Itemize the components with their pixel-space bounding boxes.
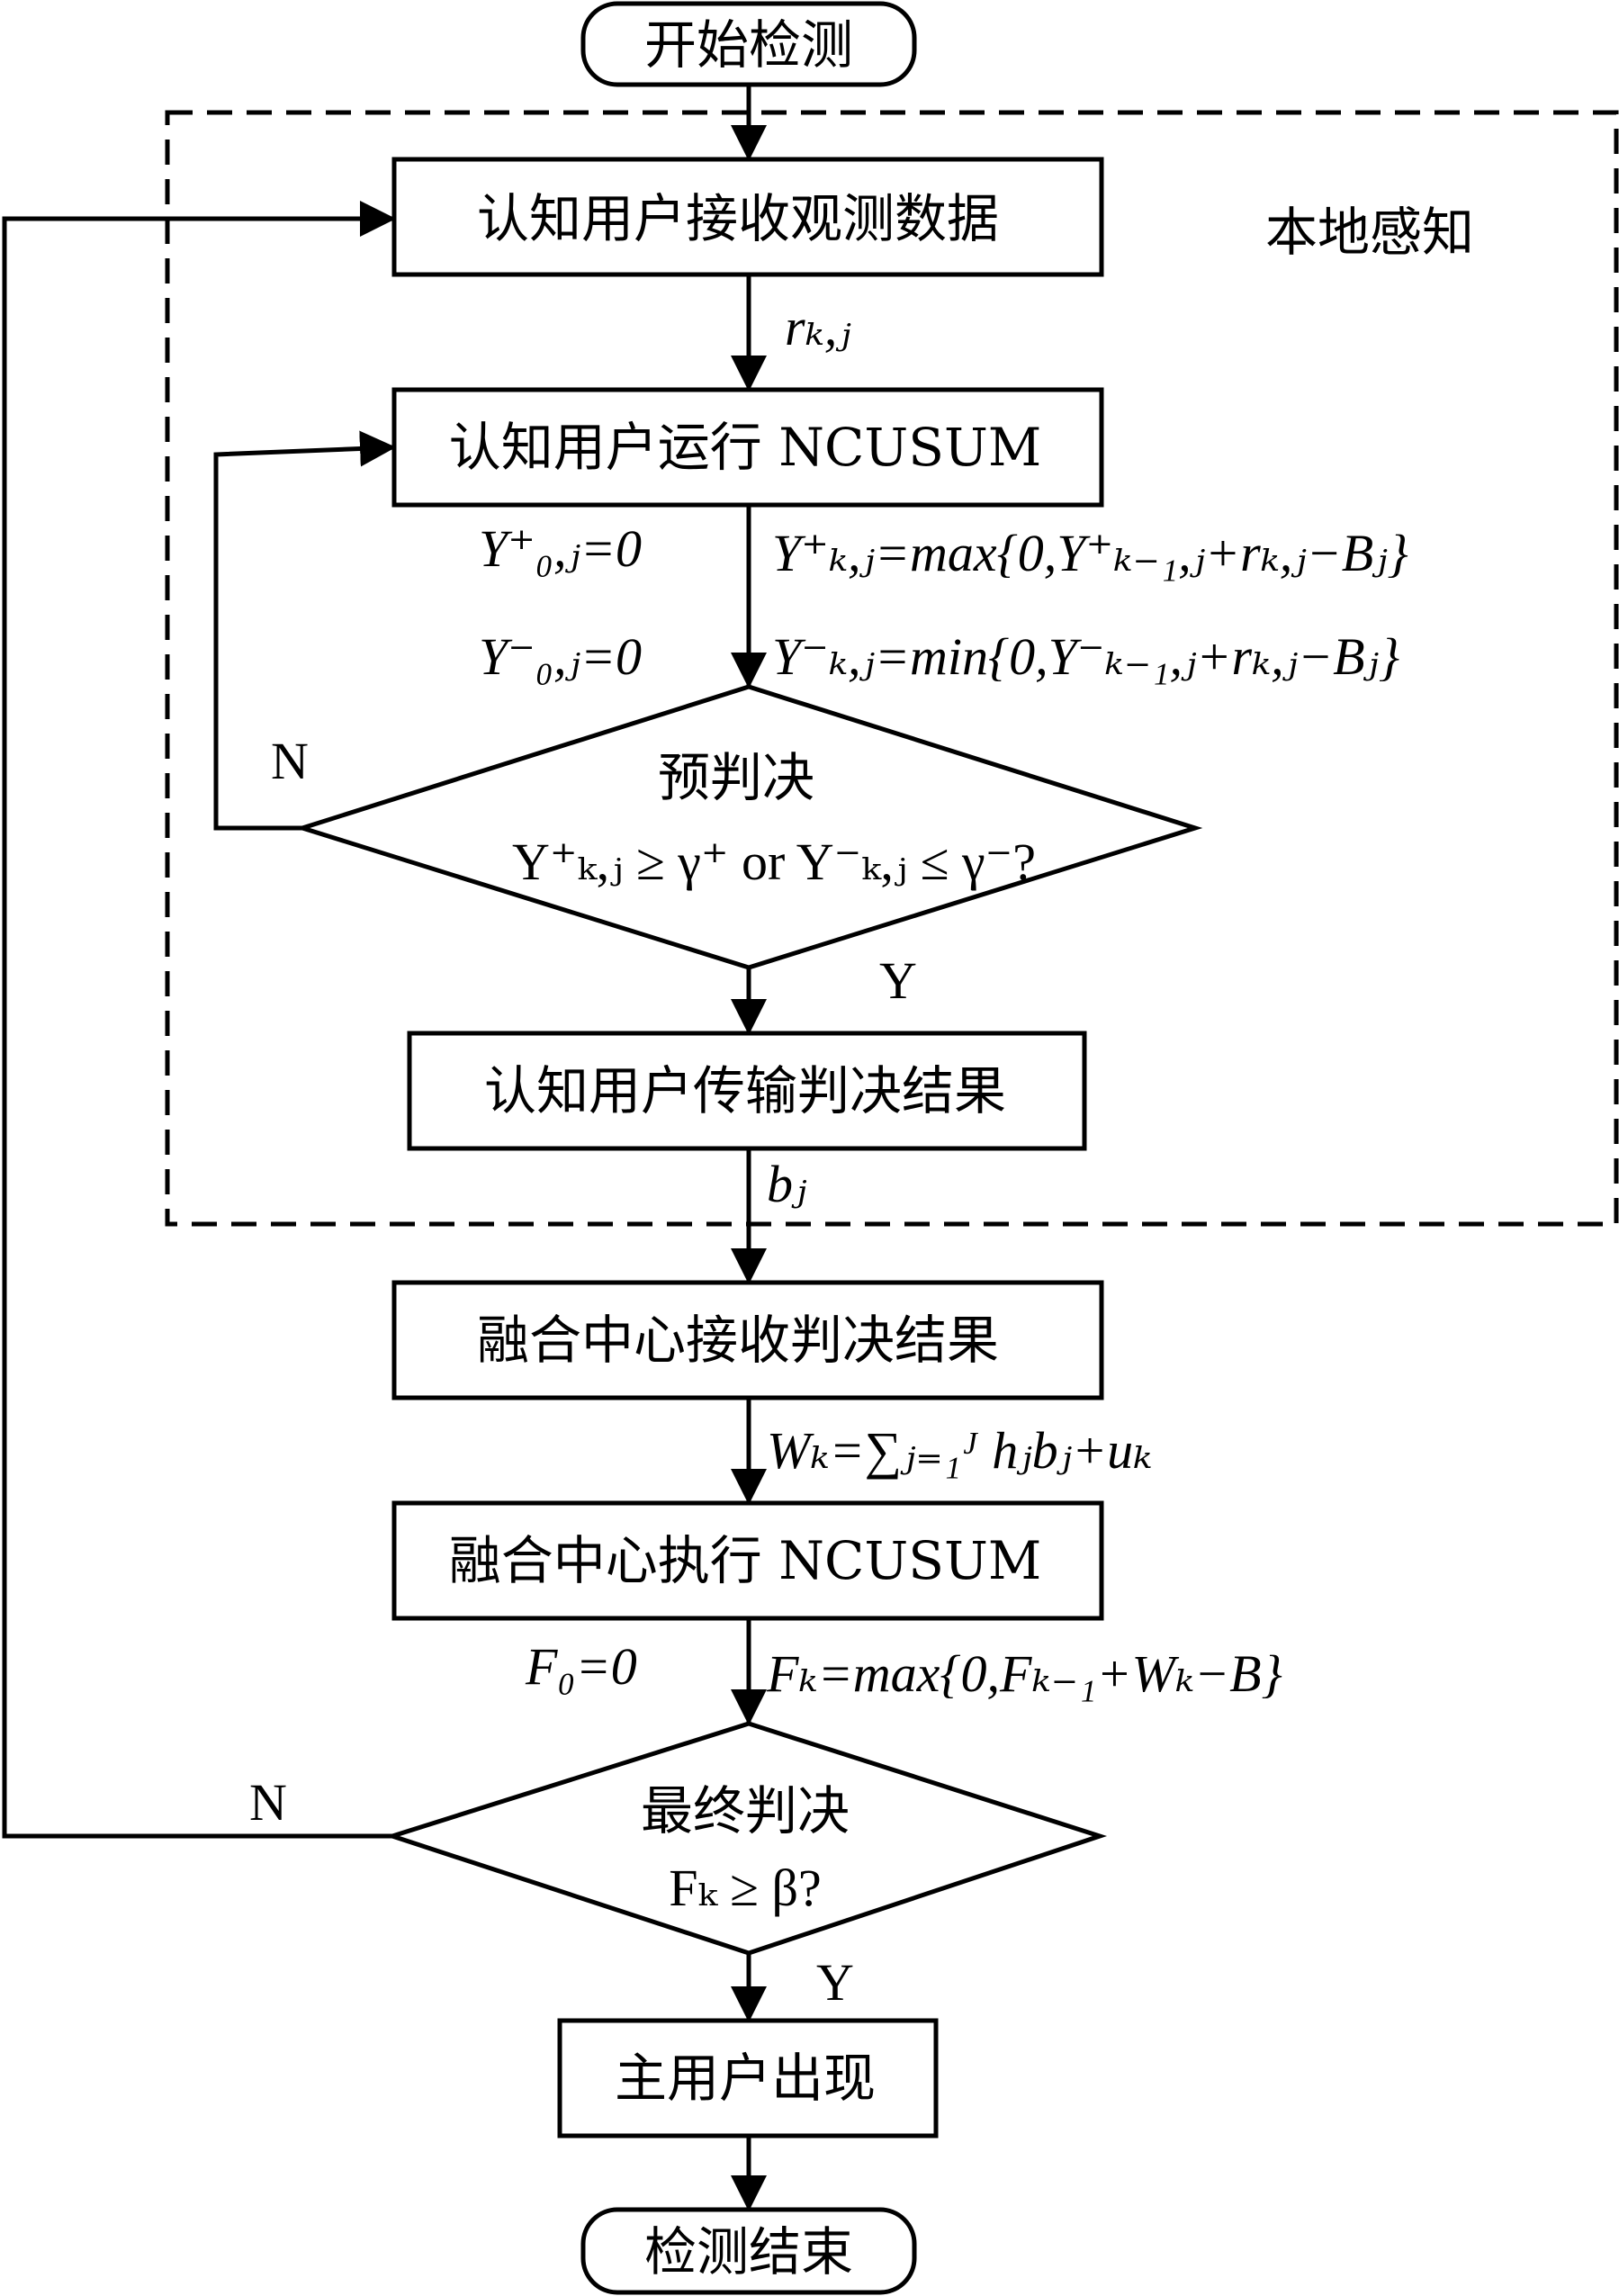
b-j-label: bⱼ [767, 1155, 807, 1213]
pre-decision-diamond [294, 684, 1203, 970]
f-k-update-label: Fₖ=max{0,Fₖ₋₁+Wₖ−B} [767, 1644, 1282, 1703]
pre-condition-label: Y⁺ₖ,ⱼ ≥ γ⁺ or Y⁻ₖ,ⱼ ≤ γ⁻? [511, 833, 1037, 891]
y-minus-update-label: Y⁻ₖ,ⱼ=min{0,Y⁻ₖ₋₁,ⱼ+rₖ,ⱼ−Bⱼ} [772, 627, 1400, 686]
fusion-receive-box [391, 1280, 1104, 1400]
w-k-label: Wₖ=∑ⱼ₌₁ᴶ hⱼbⱼ+uₖ [767, 1421, 1153, 1480]
run-ncusum-box [391, 387, 1104, 508]
pre-decision-no-label: N [271, 732, 309, 790]
y-plus-update-label: Y⁺ₖ,ⱼ=max{0,Y⁺ₖ₋₁,ⱼ+rₖ,ⱼ−Bⱼ} [772, 524, 1408, 582]
local-sensing-label: 本地感知 [1264, 202, 1475, 263]
final-decision-yes-label: Y [816, 1953, 854, 2012]
final-decision-no-label: N [249, 1773, 287, 1832]
run-ncusum-label: 认知用户运行 NCUSUM [448, 417, 1042, 478]
transmit-box [407, 1031, 1087, 1151]
transmit-label: 认知用户传输判决结果 [483, 1060, 1007, 1121]
receive-obs-label: 认知用户接收观测数据 [476, 188, 1000, 249]
f0-init-label: F₀=0 [526, 1637, 637, 1696]
pre-decision-yes-label: Y [879, 951, 917, 1010]
fusion-ncusum-label: 融合中心执行 NCUSUM [448, 1530, 1042, 1591]
end-label: 检测结束 [643, 2221, 854, 2282]
y-plus-init-label: Y⁺₀,ⱼ=0 [479, 519, 642, 578]
final-decision-label: 最终判决 [640, 1780, 850, 1841]
r-kj-label: rₖ,ⱼ [785, 298, 851, 356]
loop-final-decision-no [2, 201, 396, 1839]
primary-user-label: 主用户出现 [614, 2048, 877, 2109]
pre-decision-label: 预判决 [657, 747, 815, 808]
final-condition-label: Fₖ ≥ β? [669, 1859, 822, 1917]
start-label: 开始检测 [643, 14, 854, 76]
local-sensing-region [165, 110, 1619, 1227]
loop-pre-decision-no [213, 430, 396, 831]
fusion-receive-label: 融合中心接收判决结果 [476, 1310, 1000, 1371]
fusion-ncusum-box [391, 1500, 1104, 1621]
primary-user-box [557, 2018, 939, 2138]
y-minus-init-label: Y⁻₀,ⱼ=0 [479, 627, 642, 686]
